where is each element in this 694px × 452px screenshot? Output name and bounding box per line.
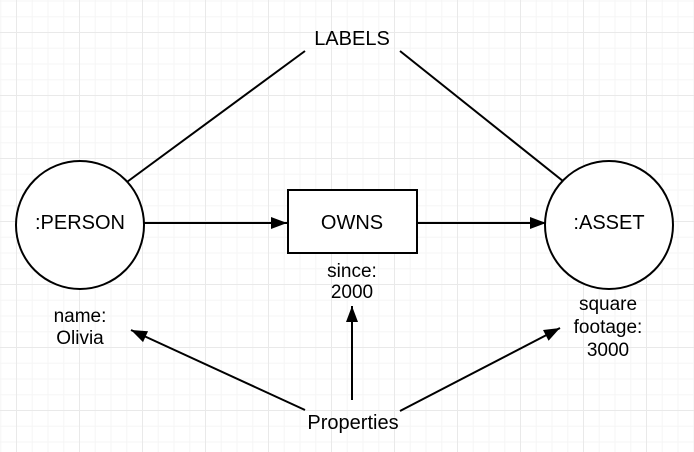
edge-properties-to-footage[interactable] bbox=[399, 327, 561, 412]
labels-title: LABELS bbox=[314, 28, 390, 50]
person-node[interactable] bbox=[15, 160, 145, 290]
owns-node[interactable] bbox=[287, 189, 418, 254]
asset-node[interactable] bbox=[544, 160, 674, 290]
name-property-line2: Olivia bbox=[56, 328, 104, 349]
edge-properties-to-name[interactable] bbox=[130, 329, 306, 411]
since-property-line1: since: bbox=[327, 261, 377, 282]
square-footage-property-line2: footage: bbox=[574, 317, 643, 338]
name-property-line1: name: bbox=[54, 306, 107, 327]
person-node-label: :PERSON bbox=[35, 212, 125, 234]
owns-node-label: OWNS bbox=[321, 212, 383, 234]
since-property-line2: 2000 bbox=[331, 282, 373, 303]
edge-labels-to-person[interactable] bbox=[96, 50, 306, 205]
square-footage-property-line3: 3000 bbox=[587, 340, 629, 361]
edge-labels-to-asset[interactable] bbox=[399, 50, 594, 206]
asset-node-label: :ASSET bbox=[573, 212, 644, 234]
square-footage-property-line1: square bbox=[579, 294, 637, 315]
properties-title: Properties bbox=[307, 412, 398, 434]
